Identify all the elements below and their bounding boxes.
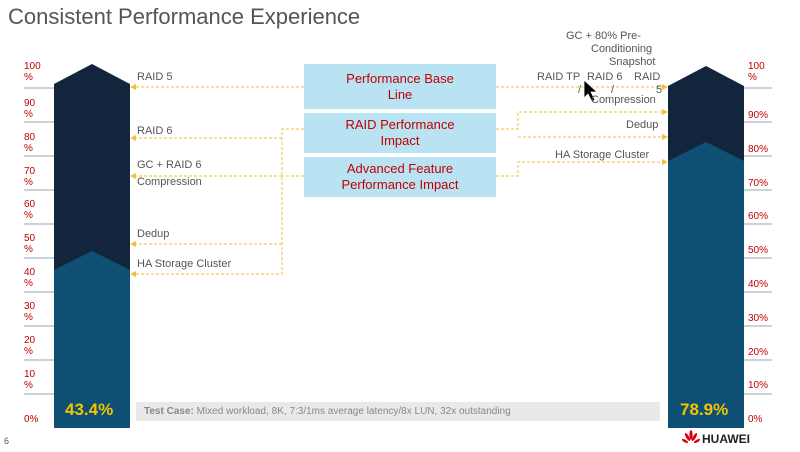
label-right-compression: Compression — [591, 94, 656, 106]
label-right-raid6: RAID 6 — [587, 71, 623, 83]
left-axis-100: 100% — [24, 61, 41, 83]
left-axis-0: 0% — [24, 414, 39, 425]
label-right-raid5: RAID — [634, 71, 661, 83]
left-axis-40: 40% — [24, 267, 36, 289]
performance-baseline-box: Performance Base Line — [304, 64, 496, 109]
advanced-feature-impact-box: Advanced Feature Performance Impact — [304, 157, 496, 197]
left-axis-10: 10% — [24, 369, 36, 391]
right-bar-percent: 78.9% — [680, 400, 729, 419]
label-slash-2: / — [611, 84, 615, 96]
right-axis-20: 20% — [748, 347, 769, 358]
left-axis-80: 80% — [24, 132, 36, 154]
left-axis-50: 50% — [24, 233, 36, 255]
raid-impact-box: RAID Performance Impact — [304, 113, 496, 153]
left-axis-60: 60% — [24, 199, 36, 221]
left-bar-fill — [54, 251, 130, 428]
left-axis-30: 30% — [24, 301, 36, 323]
label-gc-preconditioning-1: GC + 80% Pre- — [566, 30, 641, 42]
label-right-ha-storage-cluster: HA Storage Cluster — [555, 149, 650, 161]
label-right-raid5-num: 5 — [656, 84, 663, 96]
test-case-text: Mixed workload, 8K, 7:3/1ms average late… — [193, 406, 511, 417]
label-slash-1: / — [578, 84, 582, 96]
label-gc-preconditioning-2: Conditioning — [591, 43, 653, 55]
brand-name: HUAWEI — [702, 432, 750, 446]
right-axis-90: 90% — [748, 110, 769, 121]
right-axis-70: 70% — [748, 178, 769, 189]
label-ha-storage-cluster: HA Storage Cluster — [137, 258, 232, 270]
label-raid5: RAID 5 — [137, 71, 173, 83]
right-axis-80: 80% — [748, 144, 769, 155]
raid-impact-text: RAID Performance Impact — [345, 117, 455, 148]
connector-arrowheads — [130, 84, 668, 277]
label-raid6: RAID 6 — [137, 125, 173, 137]
label-gc-raid6: GC + RAID 6 — [137, 159, 202, 171]
right-axis-10: 10% — [748, 380, 769, 391]
label-snapshot: Snapshot — [609, 56, 656, 68]
label-compression: Compression — [137, 176, 202, 188]
label-right-dedup: Dedup — [626, 119, 659, 131]
left-bar-percent: 43.4% — [65, 400, 114, 419]
page-number: 6 — [4, 436, 10, 446]
right-axis-100: 100 % — [748, 61, 765, 83]
huawei-logo-icon — [682, 430, 700, 444]
slide-title: Consistent Performance Experience — [8, 4, 361, 29]
left-axis-90: 90% — [24, 98, 36, 120]
left-axis-20: 20% — [24, 335, 36, 357]
right-bar-fill — [668, 142, 744, 428]
right-axis-40: 40% — [748, 279, 769, 290]
label-raid-tp: RAID TP — [537, 71, 581, 83]
advanced-feature-impact-text: Advanced Feature Performance Impact — [341, 161, 459, 192]
test-case-note: Test Case: Mixed workload, 8K, 7:3/1ms a… — [136, 402, 660, 421]
right-axis-30: 30% — [748, 313, 769, 324]
right-axis-50: 50% — [748, 245, 769, 256]
mouse-cursor-icon — [583, 79, 599, 103]
right-axis-60: 60% — [748, 211, 769, 222]
axis-gridlines — [24, 87, 772, 395]
dashed-connectors — [132, 86, 666, 275]
label-dedup: Dedup — [137, 228, 170, 240]
right-axis-0: 0% — [748, 414, 763, 425]
test-case-label: Test Case: — [144, 406, 194, 417]
left-axis-70: 70% — [24, 166, 36, 188]
performance-baseline-text: Performance Base Line — [346, 70, 454, 102]
